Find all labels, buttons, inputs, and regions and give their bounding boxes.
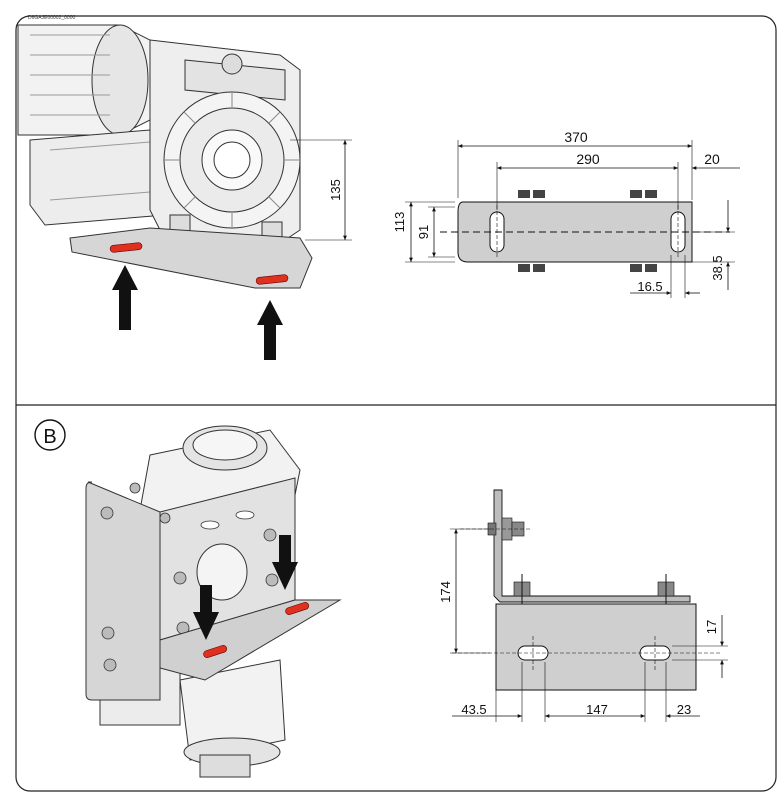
slot-highlight-a-right: [255, 274, 289, 285]
dim-20-label: 20: [704, 151, 720, 167]
dim-113-label: 113: [392, 212, 407, 233]
dim-147-label: 147: [586, 702, 608, 717]
outer-frame: [15, 15, 777, 792]
up-arrow-left-icon: [112, 265, 138, 330]
panel-a: A: [17, 24, 740, 360]
plate-drawing-a: [440, 190, 730, 272]
down-arrow-left-icon: [193, 585, 219, 640]
panel-b-badge: [34, 419, 66, 451]
bracket-drawing-b: [452, 489, 722, 691]
vertical-bracket-b: [85, 481, 161, 701]
dim-43-5-label: 43.5: [461, 702, 486, 717]
down-arrow-right-icon: [272, 535, 298, 590]
bracket-bolts-b: [100, 482, 279, 672]
dim-38-5-label: 38.5: [710, 255, 725, 280]
up-arrow-right-icon: [257, 300, 283, 360]
dim-135-label: 135: [328, 179, 343, 201]
slot-highlight-b-right: [285, 602, 310, 615]
base-plate-a: [69, 227, 313, 289]
document-code: D6GAJE00002_0000: [28, 15, 76, 21]
dim-370-label: 370: [564, 129, 588, 145]
slot-highlight-b-left: [203, 645, 228, 658]
panel-b: B: [34, 419, 728, 778]
dim-16-5-label: 16.5: [637, 279, 662, 294]
panel-b-label: B: [43, 426, 56, 448]
dim-91-label: 91: [416, 225, 431, 239]
dim-23-label: 23: [677, 702, 691, 717]
dim-174-label: 174: [438, 581, 453, 603]
motor-illustration-a: [17, 24, 301, 251]
slot-highlight-a-left: [109, 242, 143, 253]
dim-290-label: 290: [576, 151, 600, 167]
dim-17-label: 17: [704, 620, 719, 634]
base-plate-b: [159, 599, 342, 681]
